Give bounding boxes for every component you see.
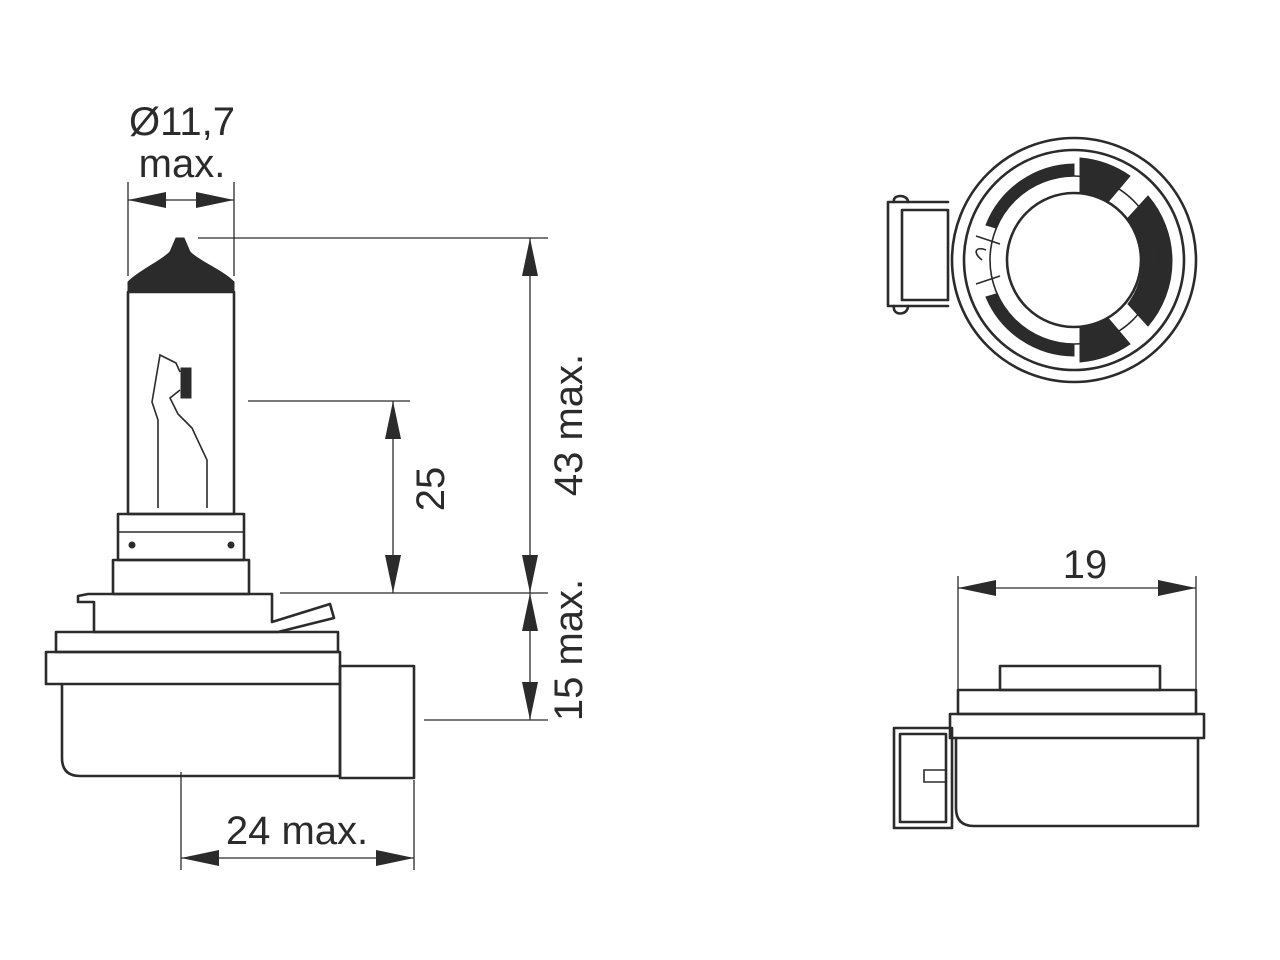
- bulb-flange: [76, 592, 336, 634]
- top-view-inner-ring: [1005, 191, 1143, 329]
- bulb-side-view: [44, 237, 416, 780]
- bulb-neck: [116, 512, 246, 562]
- dimension-diameter: Ø11,7 max.: [127, 100, 235, 276]
- bulb-front-view: [892, 664, 1206, 830]
- bulb-top-view: [886, 136, 1198, 384]
- bulb-glass: [126, 290, 236, 516]
- bulb-collar: [111, 558, 251, 596]
- dimension-base-height: 15 max.: [424, 579, 591, 721]
- dimension-top-width: 19: [957, 543, 1197, 690]
- top-view-outer-ring: [950, 136, 1198, 384]
- bulb-base: [60, 682, 342, 778]
- bulb-tip: [127, 237, 235, 293]
- top-width-label: 19: [1063, 543, 1108, 587]
- base-width-label: 24 max.: [226, 809, 368, 853]
- dimension-base-width: 24 max.: [180, 772, 415, 870]
- diameter-max-label: max.: [139, 142, 226, 186]
- dimension-total-height: 43 max.: [198, 237, 591, 594]
- filament-wire-left: [151, 353, 181, 508]
- height-total-label: 43 max.: [547, 354, 591, 496]
- bulb-connector: [338, 664, 416, 780]
- filament-wire-right: [168, 389, 208, 508]
- base-height-label: 15 max.: [547, 579, 591, 721]
- filament-coil: [180, 367, 192, 399]
- diameter-label: Ø11,7: [129, 100, 235, 144]
- filament-height-label: 25: [409, 467, 453, 512]
- dimension-filament-height: 25: [248, 400, 453, 593]
